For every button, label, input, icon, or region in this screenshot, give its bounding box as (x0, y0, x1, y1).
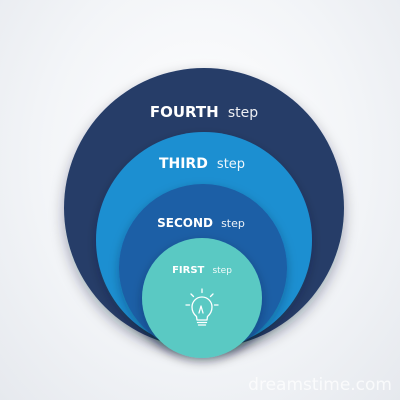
fourth-step-label: FOURTH step (150, 102, 258, 121)
third-step-word: THIRD (159, 156, 208, 172)
second-step-word: SECOND (157, 216, 213, 230)
first-step-circle (142, 238, 262, 358)
fourth-step-word: FOURTH (150, 103, 219, 121)
lightbulb-icon (185, 288, 219, 326)
watermark-text: dreamstime.com (248, 375, 392, 395)
second-step-suffix: step (221, 217, 245, 230)
second-step-label: SECOND step (157, 212, 245, 231)
first-step-label: FIRST step (172, 258, 232, 277)
third-step-label: THIRD step (159, 153, 245, 172)
fourth-step-suffix: step (228, 105, 258, 121)
first-step: FIRST step (142, 238, 262, 358)
first-step-word: FIRST (172, 265, 204, 276)
third-step-suffix: step (217, 157, 245, 172)
first-step-suffix: step (212, 266, 232, 276)
